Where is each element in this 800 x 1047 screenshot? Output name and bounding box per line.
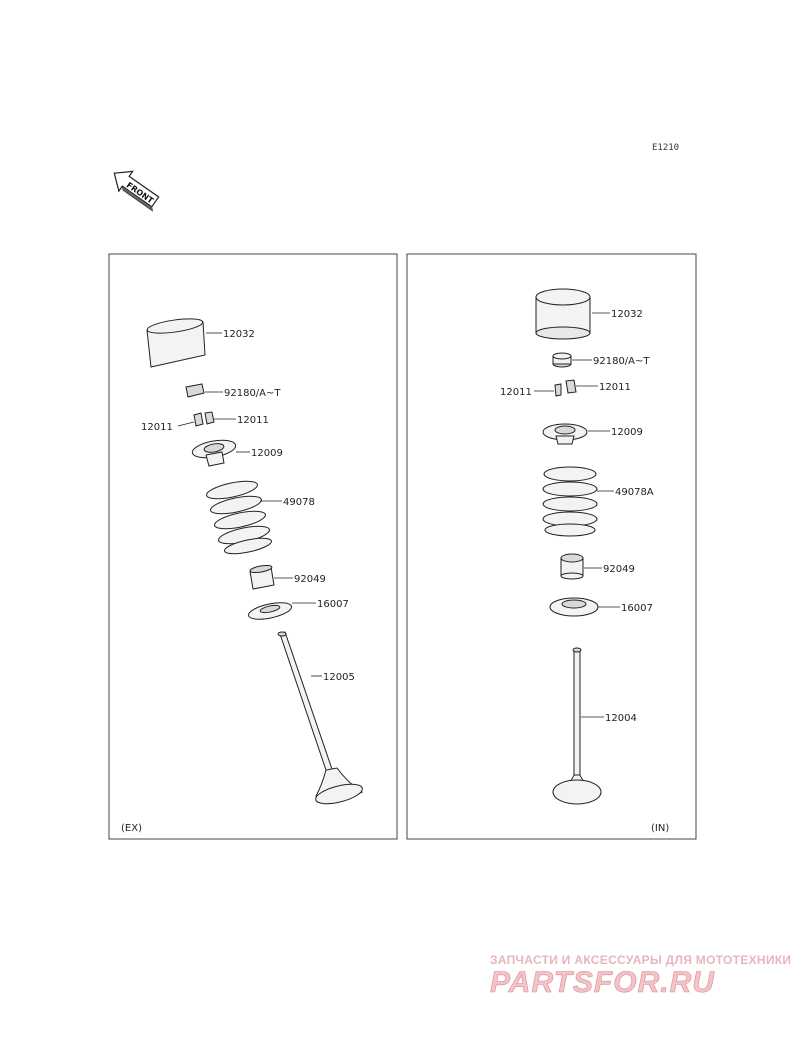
ex-cotters (177, 411, 236, 427)
ex-label-shim: 92180/A~T (224, 388, 281, 399)
in-label-cotter-left: 12011 (500, 387, 532, 398)
ex-shim (185, 383, 223, 398)
ex-label-valve: 12005 (323, 672, 355, 683)
ex-label-spring-seat: 92049 (294, 574, 326, 585)
exhaust-panel-label: (EX) (121, 823, 142, 834)
in-label-seal: 16007 (621, 603, 653, 614)
watermark-tagline: ЗАПЧАСТИ И АКСЕССУАРЫ ДЛЯ МОТОТЕХНИКИ (490, 953, 791, 967)
intake-panel-label: (IN) (651, 823, 669, 834)
in-cotters (534, 379, 598, 397)
intake-panel: 12032 92180/A~T 12011 12011 12009 (406, 253, 697, 840)
ex-label-cotter-right: 12011 (237, 415, 269, 426)
in-retainer (542, 423, 610, 445)
in-label-cotter-right: 12011 (599, 382, 631, 393)
exhaust-panel-frame (108, 253, 398, 840)
ex-retainer (191, 439, 250, 467)
in-label-spring-seat: 92049 (603, 564, 635, 575)
ex-label-seal: 16007 (317, 599, 349, 610)
ex-label-retainer: 12009 (251, 448, 283, 459)
diagram-code: E1210 (652, 143, 679, 153)
ex-spring-seat (249, 564, 293, 590)
in-valve (552, 647, 604, 805)
ex-seal (247, 602, 316, 620)
in-tappet (535, 288, 610, 340)
ex-spring (206, 480, 282, 555)
front-arrow-icon: FRONT (113, 170, 160, 212)
ex-label-tappet: 12032 (223, 329, 255, 340)
in-label-valve: 12004 (605, 713, 637, 724)
ex-valve (277, 631, 364, 805)
in-shim (552, 352, 592, 368)
intake-panel-frame (406, 253, 697, 840)
in-spring (542, 466, 614, 537)
exhaust-panel: 12032 92180/A~T 12011 12011 12009 (108, 253, 398, 840)
watermark-brand: PARTSFOR.RU (490, 966, 715, 999)
in-label-tappet: 12032 (611, 309, 643, 320)
ex-label-spring: 49078 (283, 497, 315, 508)
in-label-retainer: 12009 (611, 427, 643, 438)
in-label-spring: 49078A (615, 487, 654, 498)
in-seal (549, 597, 620, 617)
watermark: ЗАПЧАСТИ И АКСЕССУАРЫ ДЛЯ МОТОТЕХНИКИ PA… (490, 953, 791, 999)
in-label-shim: 92180/A~T (593, 356, 650, 367)
ex-tappet (146, 318, 222, 368)
in-spring-seat (560, 553, 602, 580)
ex-label-cotter-left: 12011 (141, 422, 173, 433)
